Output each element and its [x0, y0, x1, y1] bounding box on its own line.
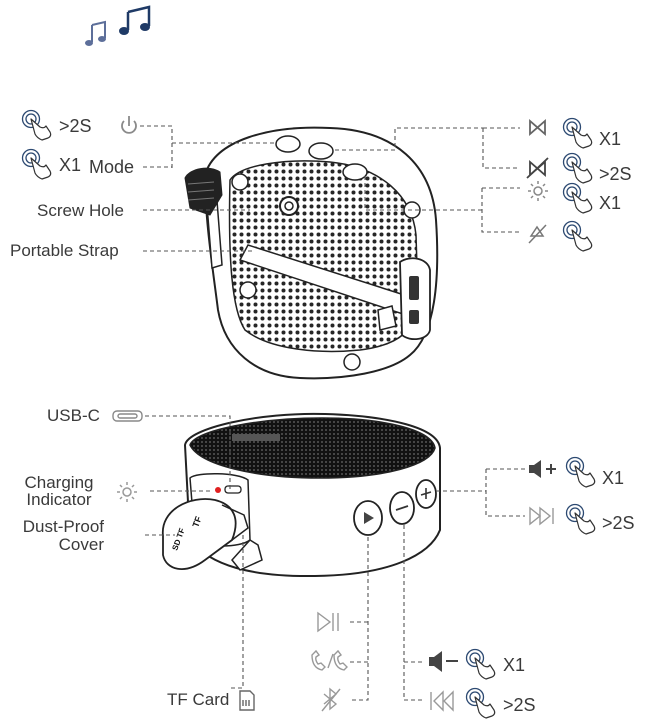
- charging-indicator-line1: Charging: [24, 473, 94, 492]
- phone-call-icon: [311, 649, 348, 671]
- charging-indicator-label: Charging Indicator: [12, 474, 106, 508]
- dust-proof-line1: Dust-Proof: [22, 517, 104, 536]
- next-track-icon: [529, 506, 554, 526]
- rhythm-press-label: X1: [599, 129, 622, 149]
- speaker-minus-icon: [429, 651, 458, 672]
- music-notes-icon: [85, 5, 151, 46]
- light-tap-icon: [562, 182, 593, 214]
- usb-c-label: USB-C: [47, 406, 100, 425]
- next-track-hold-label: >2S: [602, 513, 635, 533]
- rhythm-tap-icon: [562, 117, 593, 149]
- mode-label: Mode: [89, 157, 135, 177]
- tf-cover-text: TF: [190, 514, 203, 528]
- light-off-tap-icon: [562, 220, 593, 252]
- screw-hole-label: Screw Hole: [37, 201, 124, 220]
- vol-down-tap-icon: [465, 648, 496, 680]
- bowtie-off-icon: [526, 157, 549, 179]
- portable-strap-label: Portable Strap: [10, 241, 119, 260]
- vol-down-press-label: X1: [503, 655, 526, 675]
- top-leader-lines: [140, 125, 520, 252]
- speaker-plus-icon: [529, 460, 556, 478]
- usb-port-icon: [112, 410, 143, 422]
- power-hold-label: >2S: [59, 116, 92, 136]
- sd-card-icon: [239, 690, 255, 711]
- charging-indicator-line2: Indicator: [26, 490, 92, 509]
- prev-track-icon: [430, 690, 454, 712]
- sun-led-icon: [117, 482, 137, 502]
- vol-up-tap-icon: [565, 456, 596, 488]
- speaker-top-view: [184, 126, 439, 380]
- prev-track-tap-icon: [465, 687, 496, 719]
- mode-press-label: X1: [59, 155, 82, 175]
- rhythm-hold-tap-icon: [562, 152, 593, 184]
- dust-proof-line2: Cover: [58, 535, 104, 554]
- bowtie-light-icon: [529, 119, 546, 136]
- bluetooth-off-icon: [321, 687, 341, 712]
- vol-up-press-label: X1: [602, 468, 625, 488]
- bottom-leader-lines: [145, 415, 525, 701]
- play-pause-icon: [317, 611, 339, 633]
- dust-proof-cover-label: Dust-Proof Cover: [4, 518, 104, 554]
- tf-card-label: TF Card: [167, 690, 230, 709]
- power-icon: [121, 116, 137, 134]
- light-press-label: X1: [599, 193, 622, 213]
- speaker-side-view: [162, 412, 441, 578]
- sun-icon: [528, 181, 548, 201]
- prev-track-hold-label: >2S: [503, 695, 536, 715]
- rhythm-hold-label: >2S: [599, 164, 632, 184]
- mode-tap-icon: [21, 148, 52, 180]
- light-off-icon: [528, 224, 547, 244]
- power-hold-tap-icon: [21, 109, 52, 141]
- next-track-tap-icon: [565, 503, 596, 535]
